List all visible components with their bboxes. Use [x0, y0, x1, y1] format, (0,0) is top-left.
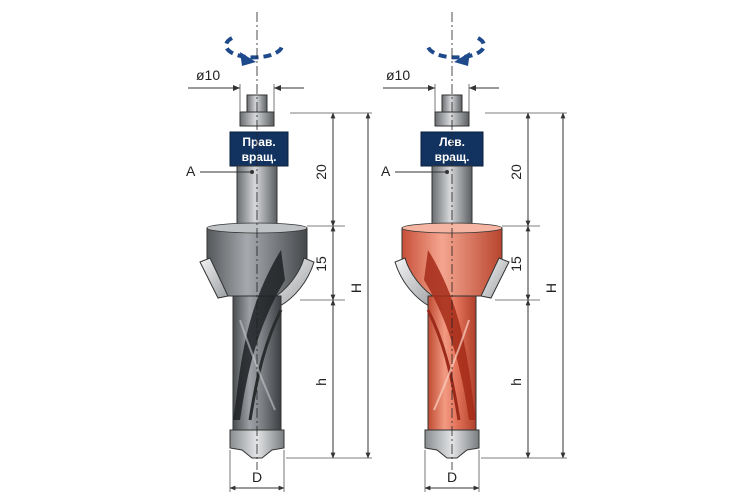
dim-total-length: H — [543, 283, 559, 293]
dim-flute-length: h — [508, 378, 524, 386]
dim-diameter: D — [252, 469, 262, 485]
badge-line2: вращ. — [242, 150, 277, 164]
shank-diameter-label: ø10 — [386, 67, 410, 83]
flute-groove — [424, 250, 476, 420]
counter-clockwise-rotation-icon — [426, 36, 486, 66]
dim-shank-length: 20 — [508, 164, 524, 180]
dim-diameter: D — [447, 469, 457, 485]
badge-line1: Прав. — [242, 135, 275, 149]
shank-diameter-label: ø10 — [196, 67, 220, 83]
countersink-blade-right — [269, 257, 315, 307]
countersink-blade-right — [480, 257, 510, 299]
countersink-blade-left — [199, 257, 229, 299]
clockwise-rotation-icon — [224, 36, 284, 66]
shank-label: A — [186, 163, 196, 179]
tool-right-rotation: Прав. вращ. ø10 A — [186, 12, 372, 492]
flute-groove — [233, 250, 285, 420]
shank-label: A — [381, 163, 391, 179]
dim-cutter-length: 15 — [508, 256, 524, 272]
dim-cutter-length: 15 — [313, 256, 329, 272]
dim-flute-length: h — [313, 378, 329, 386]
dim-total-length: H — [348, 283, 364, 293]
tool-left-rotation: Лев. вращ. ø10 A 20 15 h H — [381, 12, 567, 492]
dim-shank-length: 20 — [313, 164, 329, 180]
